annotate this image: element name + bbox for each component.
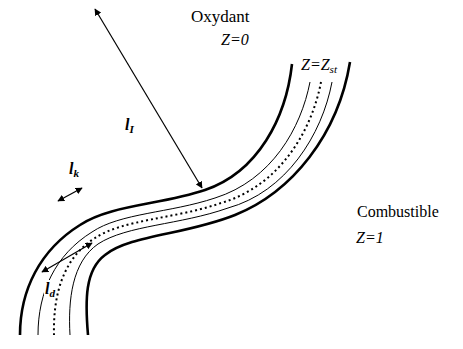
mixture-fraction: Z=0	[220, 31, 250, 49]
mixing-line	[38, 82, 310, 335]
region-label: Oxydant	[190, 8, 251, 27]
length-arrow	[58, 188, 82, 201]
mixing-line	[70, 82, 332, 335]
region-label: Combustible	[356, 203, 440, 221]
mixture-fraction: Z=Zst	[300, 56, 338, 74]
length-scale: lI	[124, 116, 135, 134]
length-scale: ld	[44, 280, 56, 298]
length-scale: lk	[68, 160, 80, 178]
mixture-fraction: Z=1	[355, 229, 385, 247]
length-arrow	[95, 9, 202, 188]
flame-border	[87, 62, 350, 335]
stoichiometric-line	[54, 82, 321, 335]
length-arrow	[42, 243, 92, 272]
